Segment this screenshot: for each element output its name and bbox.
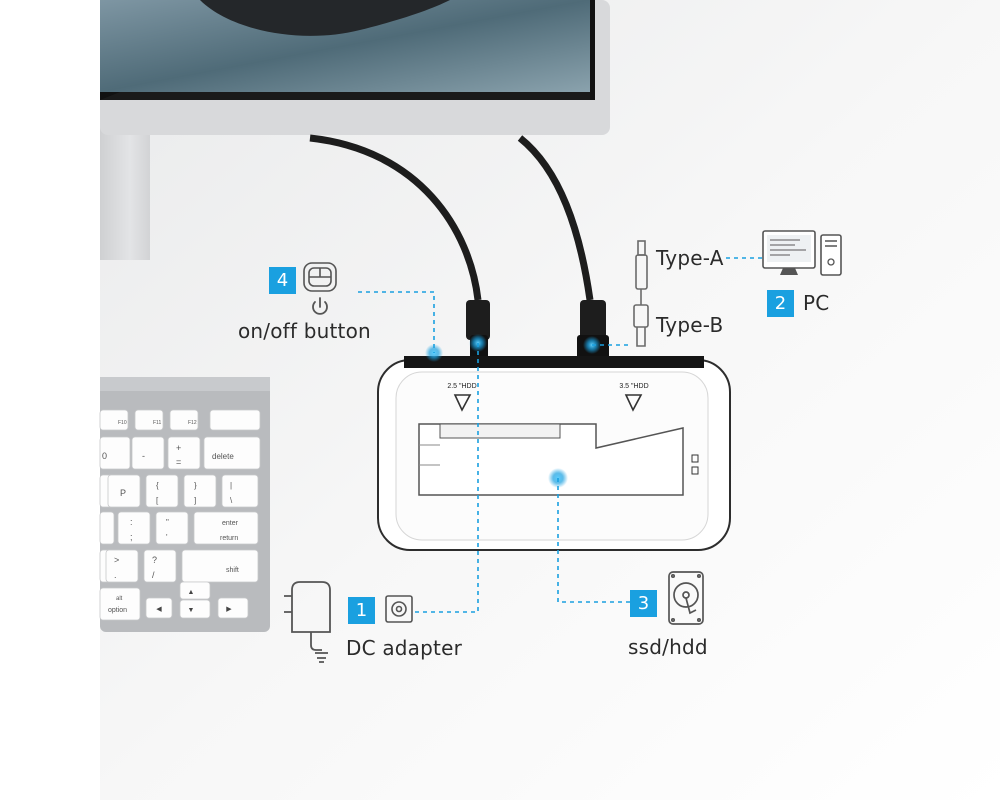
- keyboard-key: [155, 511, 189, 545]
- keyboard-key: [99, 587, 141, 621]
- keyboard-key-label: delete: [212, 452, 234, 461]
- keyboard-key: [167, 436, 201, 470]
- power-button-icon: [303, 262, 337, 292]
- keyboard-key: [107, 474, 141, 508]
- hard-drive-icon: [668, 571, 704, 625]
- keyboard-key-label: ': [166, 533, 168, 542]
- dc-port-icon: [385, 595, 413, 623]
- keyboard-key-label: =: [176, 457, 181, 467]
- callout-badge-4: 4: [269, 267, 296, 294]
- keyboard-key: [105, 549, 139, 583]
- pc-label: PC: [803, 291, 830, 315]
- keyboard-key-label: +: [176, 443, 181, 453]
- type-b-label: Type-B: [656, 313, 724, 337]
- power-plug: [466, 300, 490, 340]
- keyboard-key-label: -: [142, 451, 145, 461]
- leader-lines: [358, 257, 762, 613]
- keyboard-key-label: :: [130, 517, 133, 527]
- keyboard-key-label: F12: [188, 420, 197, 426]
- on-off-button-label: on/off button: [238, 319, 371, 343]
- keyboard-key-label: /: [152, 570, 155, 580]
- keyboard-key-label: ": [166, 518, 169, 527]
- keyboard-key: [179, 599, 211, 619]
- callout-badge-2: 2: [767, 290, 794, 317]
- power-cable: [309, 134, 482, 301]
- keyboard-key: [209, 409, 261, 431]
- keyboard-key-label: option: [108, 607, 127, 614]
- keyboard-key: [99, 511, 115, 545]
- keyboard-key: [203, 436, 261, 470]
- arrow-key-icon: ▶: [226, 606, 232, 613]
- keyboard-key-label: .: [114, 570, 117, 580]
- callout-badge-1: 1: [348, 597, 375, 624]
- keyboard-key: [131, 436, 165, 470]
- keyboard-key-label: P: [120, 488, 126, 498]
- arrow-key-icon: ▲: [188, 589, 195, 596]
- keyboard-key: [99, 436, 131, 470]
- keyboard-key-label: [: [156, 496, 159, 505]
- keyboard-key-label: shift: [226, 567, 239, 574]
- dc-adapter-label: DC adapter: [346, 636, 462, 660]
- keyboard-key-label: return: [220, 535, 238, 542]
- type-a-label: Type-A: [656, 246, 724, 270]
- keyboard-key: [145, 474, 179, 508]
- keyboard-key: [134, 409, 164, 431]
- keyboard-key: [117, 511, 151, 545]
- power-adapter-icon: [284, 581, 331, 663]
- keyboard-key-label: ]: [194, 496, 196, 505]
- keyboard-key: [145, 597, 173, 619]
- keyboard-key-label: ?: [152, 555, 157, 565]
- ssd-hdd-label: ssd/hdd: [628, 635, 708, 659]
- keyboard-key-label: F10: [118, 420, 127, 426]
- hdd-dock: [377, 356, 731, 551]
- keyboard-key-label: \: [230, 496, 233, 505]
- keyboard-key-label: ;: [130, 532, 133, 542]
- callout-badge-3: 3: [630, 590, 657, 617]
- keyboard-key: [169, 409, 199, 431]
- keyboard-key: [183, 474, 217, 508]
- dock-label-35: 3.5 "HDD: [619, 383, 648, 390]
- keyboard-key: [193, 511, 259, 545]
- keyboard-key-label: 0: [102, 451, 107, 461]
- arrow-key-icon: ▼: [188, 607, 195, 614]
- usb-cable: [517, 135, 594, 301]
- usb-plug: [580, 300, 606, 340]
- keyboard-key-label: enter: [222, 520, 239, 527]
- arrow-key-icon: ◀: [156, 606, 162, 613]
- keyboard-key-label: |: [230, 481, 232, 490]
- keyboard-key-label: {: [156, 481, 159, 490]
- keyboard-key-label: F11: [153, 420, 161, 426]
- dock-label-25: 2.5 "HDD: [447, 383, 476, 390]
- usb-cable-icon: [633, 240, 649, 347]
- keyboard-key: [221, 474, 259, 508]
- keyboard-key: [179, 581, 211, 600]
- monitor: [100, 0, 610, 260]
- desktop-pc-icon: [762, 230, 842, 276]
- keyboard-key-label: >: [114, 555, 119, 565]
- keyboard-key: [99, 409, 129, 431]
- keyboard-key: [181, 549, 259, 583]
- keyboard-key-label: }: [194, 481, 197, 490]
- keyboard-key: [217, 597, 249, 619]
- keyboard-key: [143, 549, 177, 583]
- keyboard-key-label: alt: [116, 596, 123, 602]
- power-symbol-icon: [312, 297, 328, 315]
